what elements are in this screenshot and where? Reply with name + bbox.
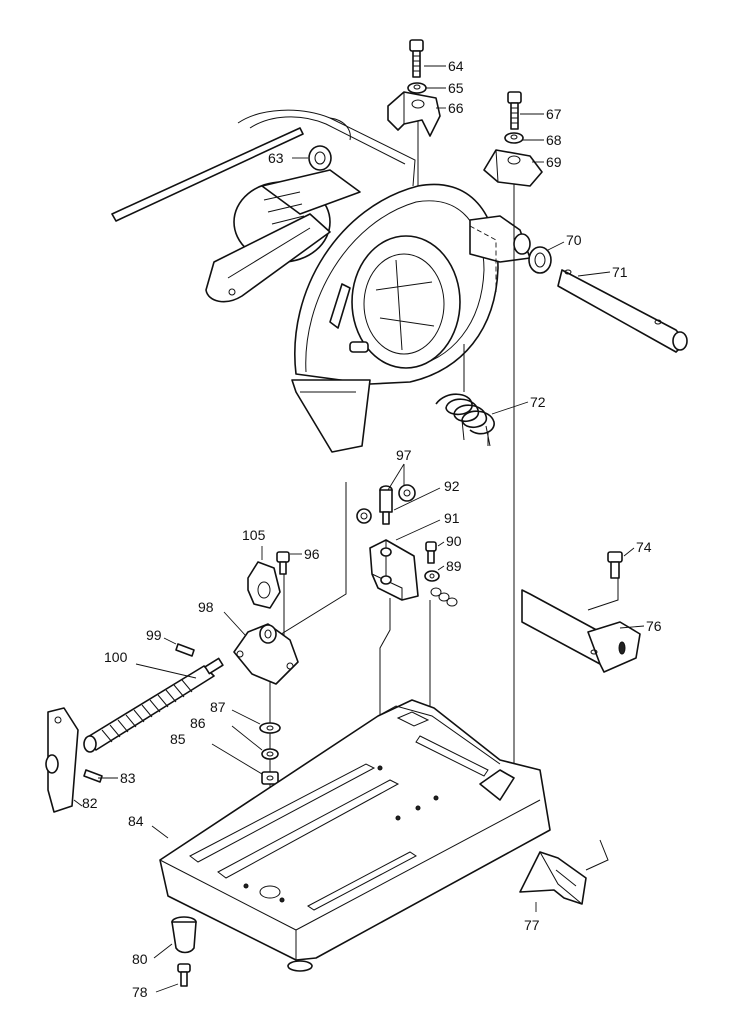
part-label-70: 70 [566,232,582,248]
callout-labels: 64 65 66 67 68 69 63 70 71 72 97 92 91 1… [82,58,662,1000]
washer-86 [261,748,279,760]
part-label-72: 72 [530,394,546,410]
part-label-90: 90 [446,533,462,549]
nut-85 [261,771,279,785]
part-label-91: 91 [444,510,460,526]
washer-70 [528,246,552,274]
saw-head-assembly [111,109,531,453]
bolt-67 [507,91,522,130]
screw-78 [177,963,191,987]
part-label-71: 71 [612,264,628,280]
part-label-89: 89 [446,558,462,574]
callout-leaders [73,65,645,993]
part-label-69: 69 [546,154,562,170]
part-label-97: 97 [396,447,412,463]
washer-87 [259,722,281,734]
shaft-71 [557,269,688,353]
vise-plate-76 [521,589,641,673]
washer-68 [504,132,524,144]
bracket-77 [519,851,587,905]
handle-82 [45,707,79,813]
pin-92 [379,485,393,525]
part-label-64: 64 [448,58,464,74]
bracket-98 [233,623,299,685]
bolt-90 [425,541,437,564]
foot-80 [171,916,197,954]
part-label-66: 66 [448,100,464,116]
washer-89 [424,570,440,582]
lead-screw-100 [83,657,224,753]
washer-63 [308,145,332,171]
part-label-92: 92 [444,478,460,494]
part-label-84: 84 [128,813,144,829]
part-label-87: 87 [210,699,226,715]
part-label-86: 86 [190,715,206,731]
part-label-99: 99 [146,627,162,643]
part-label-63: 63 [268,150,284,166]
bracket-91 [369,539,419,601]
part-label-77: 77 [524,917,540,933]
part-label-100: 100 [104,649,128,665]
pin-83 [83,769,103,783]
nut-105 [247,561,281,609]
washer-97b [356,508,372,524]
part-label-105: 105 [242,527,266,543]
part-label-78: 78 [132,984,148,1000]
part-label-83: 83 [120,770,136,786]
part-label-68: 68 [546,132,562,148]
base-84 [159,699,551,972]
clamp-block-66 [387,91,441,137]
spring-72 [435,393,495,447]
bolt-64 [409,39,424,78]
bolt-96 [276,551,290,575]
part-label-65: 65 [448,80,464,96]
chain-link [430,587,458,607]
part-label-82: 82 [82,795,98,811]
part-label-96: 96 [304,546,320,562]
part-label-67: 67 [546,106,562,122]
part-label-98: 98 [198,599,214,615]
part-label-74: 74 [636,539,652,555]
clamp-block-69 [483,149,543,187]
washer-97a [398,484,416,502]
bolt-74 [607,551,623,579]
pin-99 [175,643,195,657]
washer-65 [407,82,427,94]
part-label-76: 76 [646,618,662,634]
part-label-85: 85 [170,731,186,747]
part-label-80: 80 [132,951,148,967]
